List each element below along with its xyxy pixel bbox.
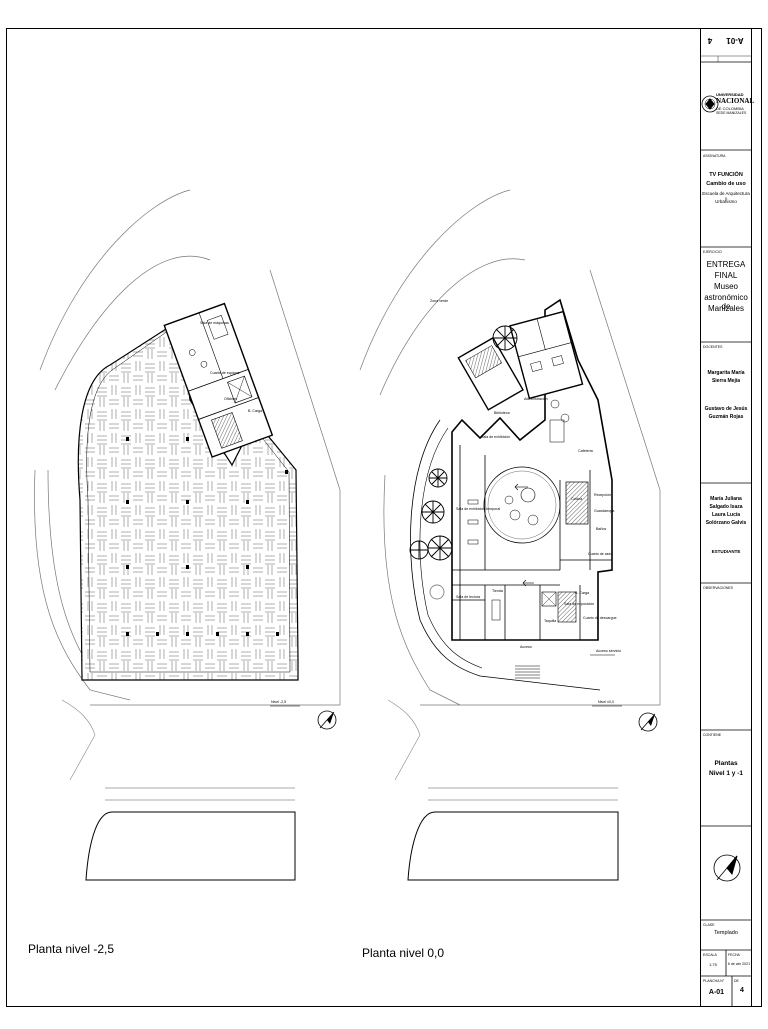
- contents-line: Nivel 1 y -1: [709, 770, 743, 777]
- room-label: Administración: [524, 397, 548, 401]
- date-label: FECHA: [728, 953, 740, 957]
- subject-line: Escuela de Arquitectura y: [702, 191, 750, 201]
- exercise-line: Manizales: [707, 304, 744, 313]
- remarks-label: OBSERVACIONES: [703, 586, 734, 590]
- caption-right-plan: Planta nivel 0,0: [362, 946, 445, 960]
- logo-line2: NACIONAL: [716, 97, 755, 105]
- contents-label: CONTIENE: [703, 733, 722, 737]
- exercise-line: ENTREGA: [706, 260, 746, 269]
- room-label: Sala de exhibición: [481, 435, 511, 439]
- room-label: Biblioteca: [494, 411, 510, 415]
- exercise-line: FINAL: [714, 271, 738, 280]
- level-mark-right: Nivel ±0,0: [598, 700, 614, 704]
- exercise-line: Museo: [713, 282, 738, 291]
- right-plan: [359, 189, 661, 881]
- plan-value: A-01: [708, 989, 725, 996]
- student-line: Laura Lucía: [711, 512, 741, 518]
- room-label: Sala de lectura: [456, 595, 480, 599]
- logo-line3: DE COLOMBIA: [716, 106, 744, 111]
- teachers-label: DOCENTES: [703, 345, 723, 349]
- room-label: B. Carga: [248, 409, 263, 413]
- of-label: DE: [734, 979, 739, 983]
- caption-left-plan: Planta nivel -2,5: [28, 942, 115, 956]
- date-value: 6 de abr 2021: [727, 962, 751, 966]
- room-label: Acceso servicio: [596, 649, 621, 653]
- room-label: Recepción: [594, 493, 611, 497]
- student-line: María Juliana: [710, 496, 742, 502]
- stage-value: Templado: [714, 930, 738, 936]
- contents-line: Plantas: [714, 760, 738, 767]
- room-label: Oficinas: [224, 397, 237, 401]
- sheet-number-rotated: 4: [707, 36, 713, 45]
- plan-label: PLANCHA N°: [703, 979, 725, 983]
- logo-line1: UNIVERSIDAD: [716, 92, 744, 97]
- students-label: ESTUDIANTE: [711, 549, 741, 554]
- teacher-line: Margarita María: [707, 370, 745, 376]
- university-seal: [701, 95, 719, 113]
- subject-line: TV FUNCIÓN: [709, 172, 743, 178]
- teacher-line: Gustavo de Jesús: [704, 406, 748, 412]
- sheet-frame: [6, 28, 762, 1007]
- of-value: 4: [740, 987, 744, 994]
- teacher-line: Guzmán Rojas: [708, 414, 744, 420]
- level-mark-left: Nivel -2,5: [271, 700, 287, 704]
- room-label: Sala de máquinas: [200, 321, 229, 325]
- room-label: Sala de exhibición temporal: [456, 507, 501, 511]
- logo-line4: SEDE MANIZALES: [716, 111, 747, 115]
- room-label: Cuarto de descargue: [583, 616, 617, 620]
- sheet-code-rotated: A-01: [726, 36, 744, 45]
- student-line: Salgado Isaza: [709, 504, 743, 510]
- room-label: Cuarto de equipos: [210, 371, 240, 375]
- stage-label: CLASE: [703, 923, 715, 927]
- subject-line: Cambio de uso: [706, 181, 746, 187]
- subject-label: ASIGNATURA: [703, 154, 726, 158]
- exercise-label: EJERCICIO: [703, 250, 722, 254]
- subject-line: Urbanismo: [715, 199, 737, 204]
- title-block-lines: [700, 55, 752, 1006]
- scale-value: 1:75: [709, 962, 717, 967]
- room-label: Cocina: [571, 497, 583, 501]
- room-label: Cuarto de aseo: [588, 552, 613, 556]
- title-block-frame: [700, 28, 752, 1007]
- student-line: Solórzano Galvis: [705, 520, 747, 526]
- room-label: Guardarropa: [594, 509, 615, 513]
- exercise-line: astronómico de: [704, 293, 748, 311]
- title-north-arrow: [713, 854, 741, 882]
- room-label: Tienda: [492, 589, 503, 593]
- room-label: Acceso: [520, 645, 532, 649]
- room-label: Baños: [596, 527, 607, 531]
- left-plan: [34, 189, 341, 881]
- teacher-line: Sierra Mejía: [711, 378, 741, 384]
- room-label: B. Carga: [575, 591, 590, 595]
- room-label: Taquilla: [544, 619, 557, 623]
- room-label: Sala de exposición: [564, 602, 595, 606]
- scale-label: ESCALA: [703, 953, 717, 957]
- room-label: Zona verde: [430, 299, 449, 303]
- room-label: Cafetería: [578, 449, 593, 453]
